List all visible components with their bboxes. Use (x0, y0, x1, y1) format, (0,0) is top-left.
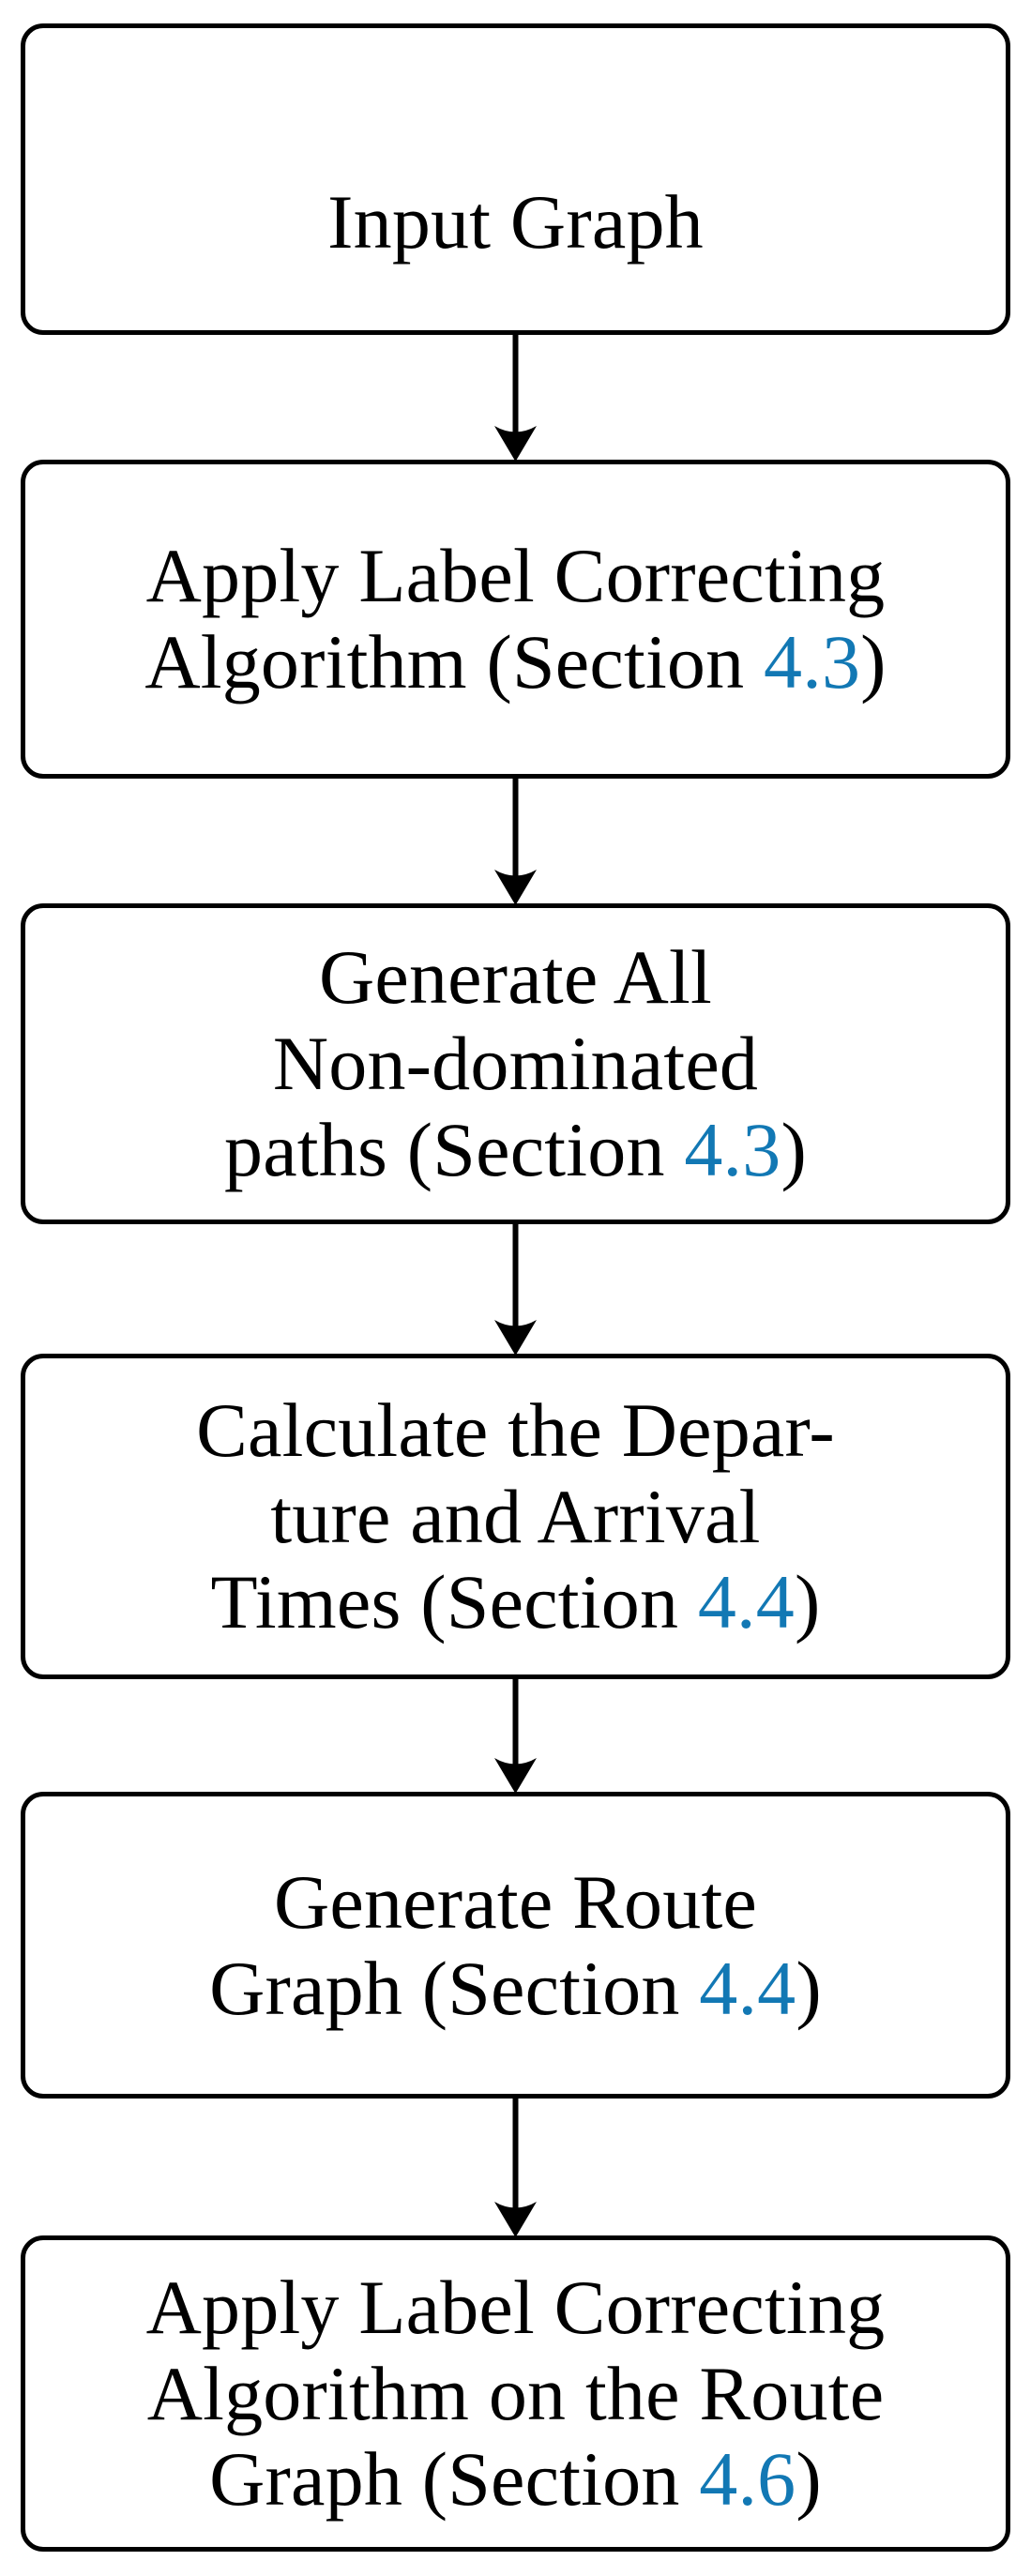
flow-node-text: Generate All Non-dominated paths (Sectio… (224, 934, 759, 1192)
flow-node-label: Generate Route Graph (Section 4.4) (25, 1859, 1006, 2032)
section-reference-link[interactable]: 4.4 (697, 1559, 795, 1645)
flow-node-label: Apply Label Correcting Algorithm (Sectio… (25, 533, 1006, 705)
section-reference-link[interactable]: 4.3 (764, 619, 861, 705)
flow-node-text-suffix: ) (794, 1559, 821, 1645)
section-reference-link[interactable]: 4.4 (699, 1945, 796, 2031)
flow-node-text-suffix: ) (796, 2436, 822, 2523)
flow-edge-1 (0, 333, 1031, 462)
flow-node-text: Input Graph (327, 179, 704, 265)
flow-node-text: Apply Label Correcting Algorithm on the … (145, 2264, 886, 2523)
flow-edge-2 (0, 777, 1031, 905)
flow-node-apply-label-correcting-algorithm[interactable]: Apply Label Correcting Algorithm (Sectio… (21, 460, 1010, 779)
flow-node-text: Generate Route Graph (Section (209, 1858, 758, 2031)
flow-edge-4 (0, 1677, 1031, 1794)
flow-edge-3 (0, 1222, 1031, 1356)
flow-node-generate-route-graph[interactable]: Generate Route Graph (Section 4.4) (21, 1792, 1010, 2099)
flow-node-generate-all-non-dominated-paths[interactable]: Generate All Non-dominated paths (Sectio… (21, 903, 1010, 1224)
flow-node-text: Calculate the Depar- ture and Arrival Ti… (196, 1386, 835, 1645)
flow-node-text-suffix: ) (781, 1106, 807, 1192)
flow-node-label: Generate All Non-dominated paths (Sectio… (25, 934, 1006, 1192)
section-reference-link[interactable]: 4.6 (699, 2436, 796, 2523)
flow-node-label: Apply Label Correcting Algorithm on the … (25, 2265, 1006, 2523)
flow-node-input-graph[interactable]: Input Graph (21, 23, 1010, 335)
flow-node-text-suffix: ) (796, 1945, 822, 2031)
flow-node-text-suffix: ) (860, 619, 887, 705)
flow-node-text: Apply Label Correcting Algorithm (Sectio… (144, 533, 886, 705)
flow-node-label: Calculate the Depar- ture and Arrival Ti… (25, 1387, 1006, 1645)
section-reference-link[interactable]: 4.3 (684, 1106, 781, 1192)
flow-node-label: Input Graph (25, 93, 1006, 265)
flow-node-apply-label-correcting-on-route-graph[interactable]: Apply Label Correcting Algorithm on the … (21, 2235, 1010, 2552)
flow-edge-5 (0, 2097, 1031, 2237)
flow-node-calculate-departure-arrival-times[interactable]: Calculate the Depar- ture and Arrival Ti… (21, 1354, 1010, 1679)
